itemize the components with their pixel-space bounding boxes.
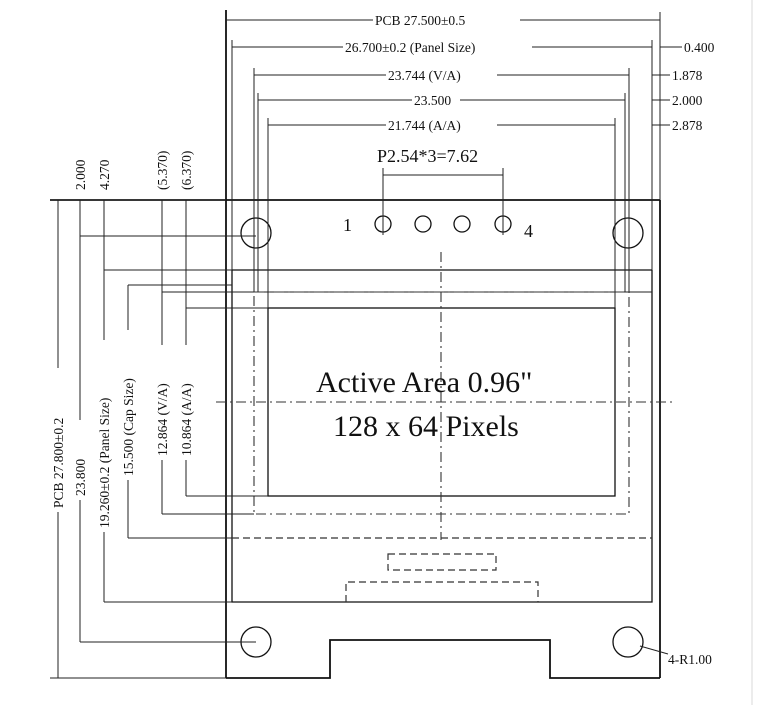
right-dimensions: 0.400 1.878 2.000 2.878 4-R1.00	[639, 40, 715, 667]
dim-left-2000: 2.000	[73, 159, 88, 190]
dim-va-height: 12.864 (V/A)	[155, 383, 170, 456]
mounting-holes	[240, 217, 644, 658]
active-area-title: Active Area 0.96"	[316, 366, 532, 399]
dim-panel-width: 26.700±0.2 (Panel Size)	[345, 40, 475, 55]
dim-aa-width: 21.744 (A/A)	[388, 118, 461, 133]
mounting-hole-top-left	[240, 217, 272, 249]
dim-mount-holes: 4-R1.00	[668, 652, 712, 667]
dim-pcb-height: PCB 27.800±0.2	[51, 418, 66, 508]
dim-left-5370: (5.370)	[155, 151, 170, 190]
dim-panel-height: 19.260±0.2 (Panel Size)	[97, 398, 112, 528]
pin-holes: 1 4	[343, 213, 533, 241]
pin-hole-2	[414, 215, 432, 233]
pin-label-last: 4	[524, 221, 533, 241]
dim-pcb-width: PCB 27.500±0.5	[375, 13, 466, 28]
pin-hole-3	[453, 215, 471, 233]
active-area-pixels: 128 x 64 Pixels	[333, 410, 519, 443]
top-dimensions: PCB 27.500±0.5 26.700±0.2 (Panel Size) 2…	[226, 12, 682, 308]
dim-right-2878: 2.878	[672, 118, 703, 133]
dim-left-4270: 4.270	[97, 159, 112, 190]
dim-right-1878: 1.878	[672, 68, 703, 83]
left-dimensions: PCB 27.800±0.2 23.800 19.260±0.2 (Panel …	[50, 199, 268, 679]
dim-mid-width: 23.500	[414, 93, 451, 108]
pin-label-first: 1	[343, 215, 352, 235]
display-panel	[216, 252, 672, 602]
dim-right-2000: 2.000	[672, 93, 703, 108]
mounting-hole-bottom-right	[612, 626, 644, 658]
dim-height-23800: 23.800	[73, 459, 88, 496]
mounting-hole-top-right	[612, 217, 644, 249]
dim-va-width: 23.744 (V/A)	[388, 68, 461, 83]
dim-left-6370: (6.370)	[179, 151, 194, 190]
dim-cap-height: 15.500 (Cap Size)	[121, 378, 136, 476]
dim-aa-height: 10.864 (A/A)	[179, 383, 194, 456]
dim-right-0400: 0.400	[684, 40, 715, 55]
dim-pin-pitch: P2.54*3=7.62	[377, 146, 478, 166]
left-top-dimensions: 2.000 4.270 (5.370) (6.370)	[73, 151, 194, 308]
pcb-outline	[50, 10, 661, 679]
